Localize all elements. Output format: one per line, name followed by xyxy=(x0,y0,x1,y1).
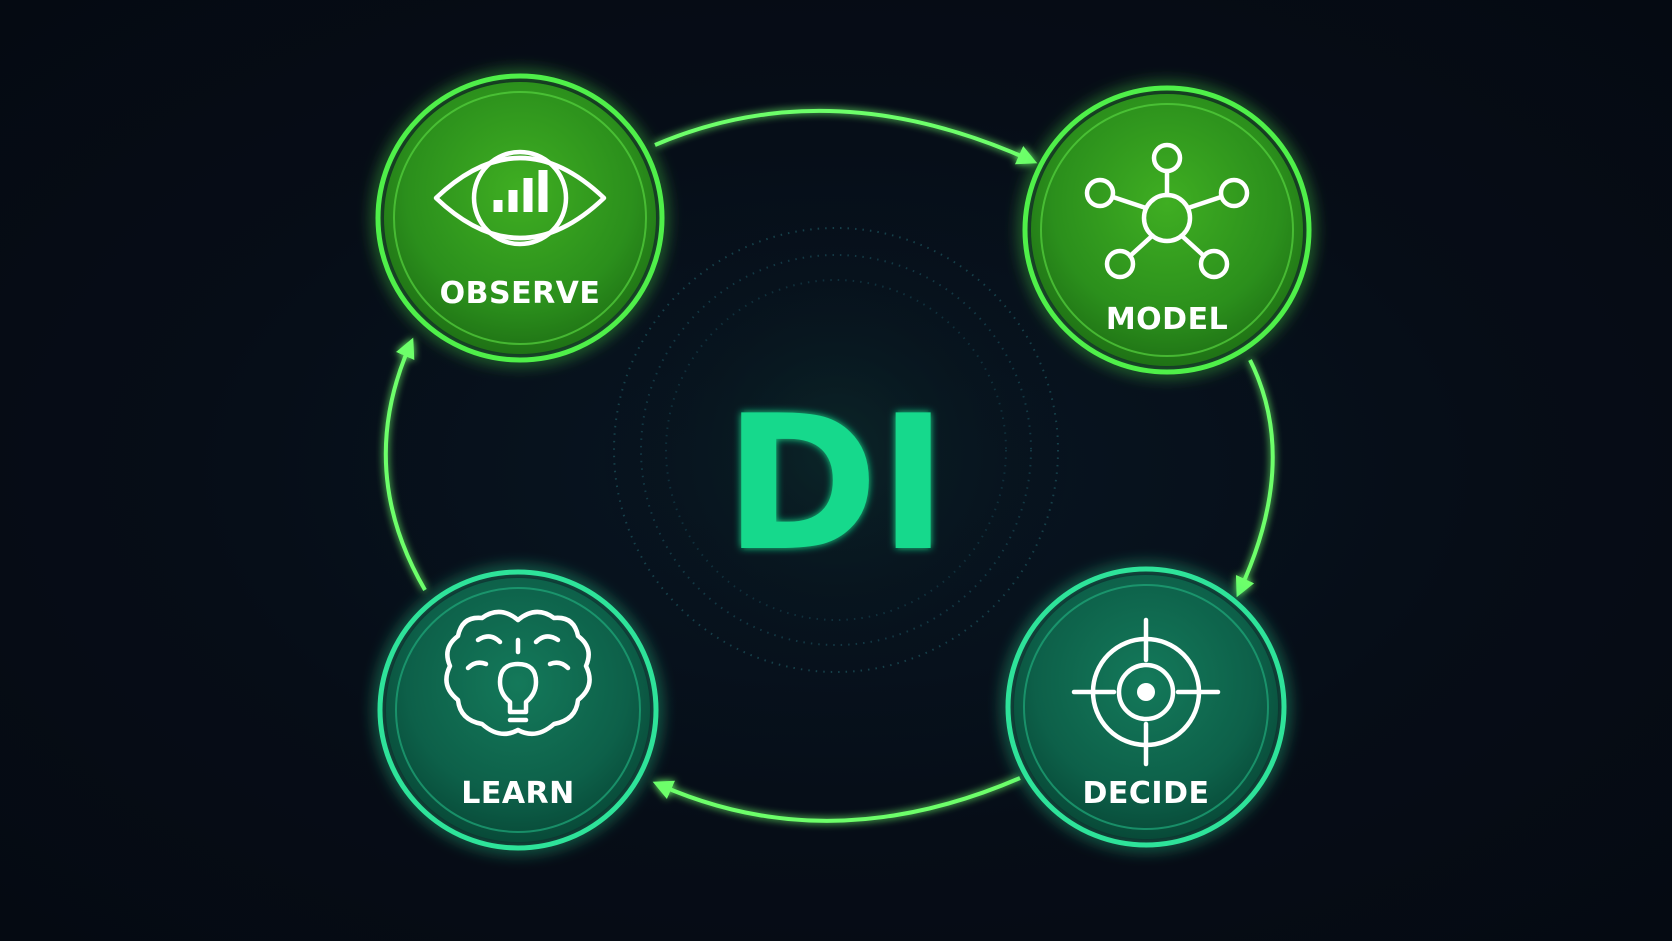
center-glow xyxy=(596,210,1076,690)
network-node-icon xyxy=(1084,142,1250,280)
node-label-decide: DECIDE xyxy=(1083,776,1210,811)
arrow-model-to-decide xyxy=(1235,359,1275,598)
node-label-model: MODEL xyxy=(1106,302,1228,337)
center-label: DI xyxy=(724,375,948,592)
node-label-observe: OBSERVE xyxy=(440,276,601,311)
node-label-learn: LEARN xyxy=(461,776,575,811)
node-learn: LEARN xyxy=(377,569,659,851)
arrow-observe-to-model xyxy=(654,108,1038,165)
arrow-learn-to-observe xyxy=(383,337,427,592)
node-decide: DECIDE xyxy=(1005,566,1287,848)
node-observe: OBSERVE xyxy=(375,73,665,363)
target-crosshair-icon xyxy=(1071,617,1221,767)
brain-lightbulb-icon xyxy=(444,609,592,737)
dotted-ring-middle xyxy=(640,254,1032,646)
arrow-decide-to-learn xyxy=(652,776,1021,823)
node-model: MODEL xyxy=(1022,85,1312,375)
dotted-ring-outer xyxy=(613,227,1059,673)
dotted-ring-inner xyxy=(665,279,1007,621)
eye-chart-icon xyxy=(433,149,607,247)
